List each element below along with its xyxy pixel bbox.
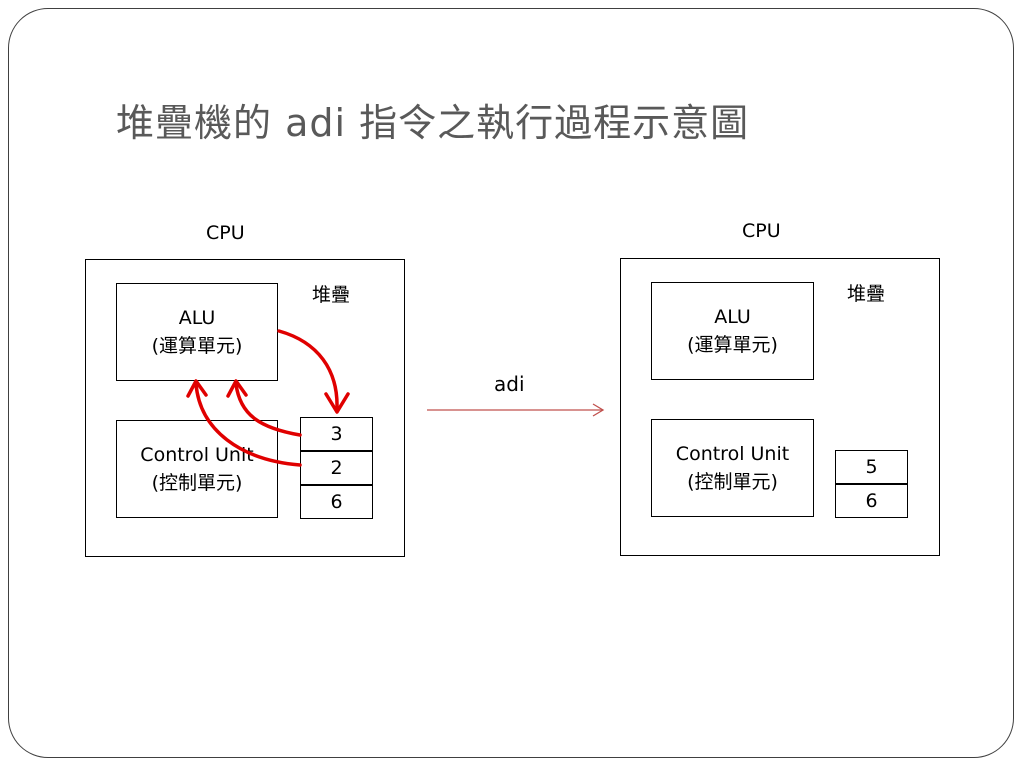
control-unit-box-after: Control Unit (控制單元) (651, 419, 814, 517)
alu-description: (運算單元) (151, 335, 243, 357)
stack-cell: 6 (330, 491, 343, 513)
control-unit-description: (控制單元) (687, 471, 778, 493)
alu-box-before: ALU (運算單元) (116, 283, 278, 381)
cpu-label-before: CPU (206, 222, 245, 244)
control-unit-name: Control Unit (675, 443, 790, 465)
stack-label-before: 堆疊 (312, 284, 351, 306)
control-unit-name: Control Unit (140, 444, 254, 466)
stack-cell: 6 (865, 490, 878, 512)
alu-box-after: ALU (運算單元) (651, 282, 814, 380)
alu-description: (運算單元) (687, 334, 778, 356)
stack-cell: 2 (301, 452, 372, 486)
alu-name: ALU (178, 307, 216, 329)
stack-before: 3 2 6 (300, 417, 373, 519)
stack-after: 5 6 (835, 450, 908, 518)
control-unit-description: (控制單元) (151, 472, 243, 494)
instruction-label: adi (494, 372, 525, 396)
stack-cell: 3 (301, 418, 372, 452)
stack-cell: 5 (836, 451, 907, 485)
slide-title: 堆疊機的 adi 指令之執行過程示意圖 (116, 101, 750, 145)
control-unit-box-before: Control Unit (控制單元) (116, 420, 278, 518)
alu-name: ALU (714, 306, 751, 328)
cpu-label-after: CPU (742, 220, 781, 242)
stack-label-after: 堆疊 (847, 283, 886, 305)
